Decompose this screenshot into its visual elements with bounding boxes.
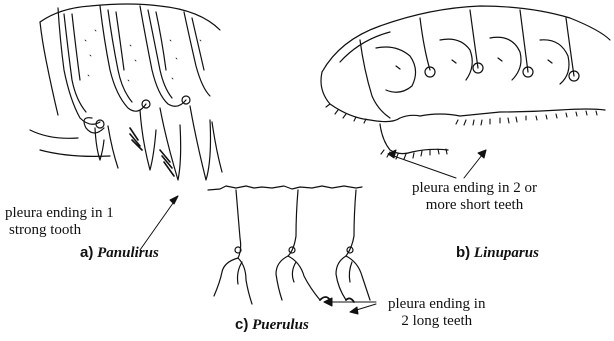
panulirus-caption-letter: a) [80,244,93,261]
linuparus-caption-genus: Linuparus [474,245,539,261]
puerulus-caption: c) Puerulus [235,316,309,334]
puerulus-caption-genus: Puerulus [252,317,309,333]
panulirus-note-line-2: strong tooth [5,222,114,239]
puerulus-note: pleura ending in 2 long teeth [388,296,485,330]
puerulus-note-line-2: 2 long teeth [388,313,485,330]
linuparus-note-line-1: pleura ending in 2 or [412,180,537,197]
linuparus-caption: b) Linuparus [456,244,539,262]
callout-lines [140,150,486,314]
puerulus-caption-letter: c) [235,316,248,333]
linuparus-note-line-2: more short teeth [412,197,537,214]
linuparus-note: pleura ending in 2 or more short teeth [412,180,537,214]
linuparus-abdomen-drawing [321,6,610,159]
panulirus-caption-genus: Panulirus [97,245,159,261]
puerulus-abdomen-drawing [208,186,370,304]
panulirus-abdomen-drawing [30,4,222,180]
linuparus-caption-letter: b) [456,244,470,261]
panulirus-note-line-1: pleura ending in 1 [5,205,114,222]
panulirus-caption: a) Panulirus [80,244,159,262]
panulirus-note: pleura ending in 1 strong tooth [5,205,114,239]
puerulus-note-line-1: pleura ending in [388,296,485,313]
